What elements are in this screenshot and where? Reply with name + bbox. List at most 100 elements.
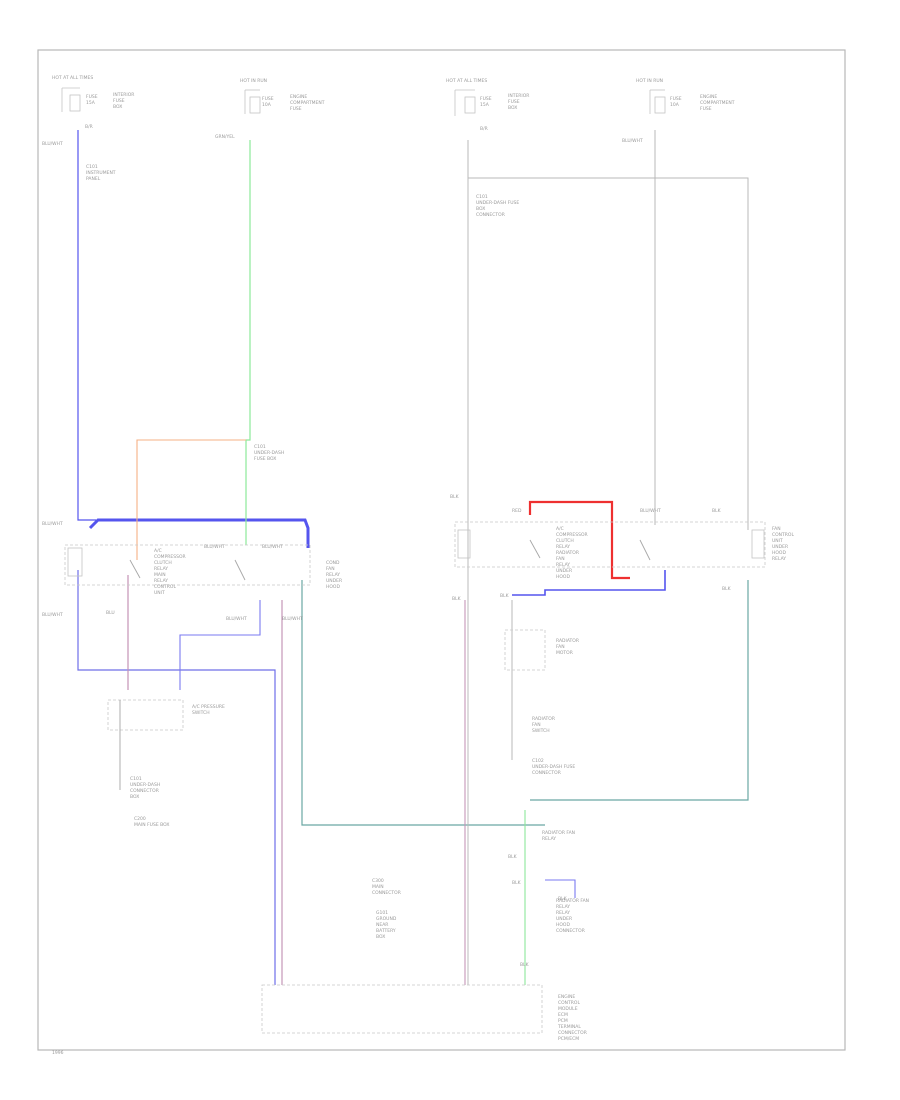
- source-3-desc-1: FUSE: [508, 99, 520, 105]
- component-label-c17-line-1: GROUND: [376, 916, 397, 922]
- component-label-c16-line-3: UNDER: [556, 916, 572, 922]
- wire-blue-top: [88, 518, 310, 548]
- wire-label-6: BLU/WHT: [262, 544, 283, 550]
- component-label-c6-line-4: RADIATOR: [556, 550, 579, 556]
- wire-blue-bottom: [77, 570, 276, 985]
- wire-label-12: BLK: [450, 494, 460, 500]
- component-label-c2-line-2: FUSE BOX: [254, 456, 276, 462]
- component-label-c18-line-0: ENGINE: [558, 994, 575, 1000]
- component-label-c12-line-0: RADIATOR: [532, 716, 555, 722]
- component-label-c18-line-4: PCM: [558, 1018, 568, 1024]
- component-label-c11-line-0: C200: [134, 816, 146, 822]
- source-3-fuse: FUSE: [480, 96, 492, 102]
- component-label-c11-line-1: MAIN FUSE BOX: [134, 822, 169, 828]
- fuse-source-4: HOT IN RUN FUSE 10A ENGINE COMPARTMENT F…: [636, 78, 735, 114]
- component-label-c18-line-7: PCM/ECM: [558, 1036, 579, 1042]
- component-label-c6-line-3: RELAY: [556, 544, 570, 550]
- component-label-c16-line-0: RADIATOR FAN: [556, 898, 589, 904]
- component-label-c5-line-0: COND: [326, 560, 340, 566]
- component-label-c9-line-1: SWITCH: [192, 710, 210, 716]
- component-label-c3-line-2: BOX: [476, 206, 485, 212]
- component-label-c9-line-0: A/C PRESSURE: [192, 704, 225, 710]
- source-3-title: HOT AT ALL TIMES: [446, 78, 487, 84]
- wire-label-19: BLK: [558, 896, 568, 902]
- component-label-c6-line-6: RELAY: [556, 562, 570, 568]
- component-label-c18-line-3: ECM: [558, 1012, 568, 1018]
- component-label-c7-line-5: RELAY: [772, 556, 786, 562]
- source-4-rating: 10A: [670, 102, 680, 108]
- component-label-c12-line-1: FAN: [532, 722, 541, 728]
- source-1-rating: 15A: [86, 100, 96, 106]
- source-1-fuse: FUSE: [86, 94, 98, 100]
- fuse-source-1: HOT AT ALL TIMES FUSE 15A INTERIOR FUSE …: [52, 75, 134, 130]
- component-label-c4-line-7: UNIT: [154, 590, 165, 596]
- component-label-c6-line-5: FAN: [556, 556, 565, 562]
- component-label-c15-line-1: MAIN: [372, 884, 384, 890]
- component-label-c15-line-2: CONNECTOR: [372, 890, 401, 896]
- wire-black-main: [467, 140, 749, 530]
- wire-green-top: [245, 140, 251, 545]
- component-label-c1-line-2: PANEL: [86, 176, 101, 182]
- wire-label-1: BLU/WHT: [42, 141, 63, 147]
- component-label-c14-line-0: RADIATOR FAN: [542, 830, 575, 836]
- component-label-c6-line-7: UNDER: [556, 568, 572, 574]
- source-1-pin: B/R: [85, 124, 93, 130]
- component-label-c14-line-1: RELAY: [542, 836, 556, 842]
- relay-block-right: [454, 521, 766, 568]
- relay-block-left: [64, 544, 311, 586]
- component-label-c4-line-2: CLUTCH: [154, 560, 172, 566]
- wire-label-5: BLU/WHT: [204, 544, 225, 550]
- component-label-c5-line-4: HOOD: [326, 584, 340, 590]
- component-label-c17-line-0: G101: [376, 910, 388, 916]
- component-label-c7-line-3: UNDER: [772, 544, 788, 550]
- wire-label-17: BLK: [508, 854, 518, 860]
- switch-block-right: [504, 629, 546, 671]
- wire-label-15: BLK: [722, 586, 732, 592]
- component-label-c1-line-0: C101: [86, 164, 98, 170]
- wire-label-7: BLU/WHT: [226, 616, 247, 622]
- source-2-rating: 10A: [262, 102, 272, 108]
- component-label-c7-line-4: HOOD: [772, 550, 786, 556]
- component-label-c4-line-0: A/C: [154, 548, 162, 554]
- component-label-c10-line-3: BOX: [130, 794, 139, 800]
- source-4-desc-2: FUSE: [700, 106, 712, 112]
- component-label-c16-line-4: HOOD: [556, 922, 570, 928]
- control-module: [261, 984, 543, 1034]
- source-4-desc-0: ENGINE: [700, 94, 717, 100]
- component-label-c4-line-6: CONTROL: [154, 584, 176, 590]
- component-label-c7-line-0: FAN: [772, 526, 781, 532]
- figure-number: 1996: [52, 1050, 64, 1056]
- component-label-c17-line-4: BOX: [376, 934, 385, 940]
- component-label-c4-line-3: RELAY: [154, 566, 168, 572]
- wire-red: [528, 500, 630, 580]
- source-1-title: HOT AT ALL TIMES: [52, 75, 93, 81]
- wire-label-18: BLK: [512, 880, 522, 886]
- wire-label-2: GRN/YEL: [215, 134, 235, 140]
- component-label-c3-line-0: C101: [476, 194, 488, 200]
- source-4-desc-1: COMPARTMENT: [700, 100, 735, 106]
- wire-orange: [136, 439, 246, 560]
- source-2-fuse: FUSE: [262, 96, 274, 102]
- source-3-rating: 15A: [480, 102, 490, 108]
- wire-label-20: BLK: [520, 962, 530, 968]
- source-4-fuse: FUSE: [670, 96, 682, 102]
- component-label-c10-line-2: CONNECTOR: [130, 788, 159, 794]
- source-2-desc-0: ENGINE: [290, 94, 307, 100]
- wire-teal-right: [530, 580, 749, 801]
- component-label-c16-line-1: RELAY: [556, 904, 570, 910]
- wire-label-21: BLU: [106, 610, 115, 616]
- component-label-c3-line-3: CONNECTOR: [476, 212, 505, 218]
- source-1-desc-1: FUSE: [113, 98, 125, 104]
- component-label-c12-line-2: SWITCH: [532, 728, 550, 734]
- component-label-c4-line-4: MAIN: [154, 572, 166, 578]
- component-label-c16-line-5: CONNECTOR: [556, 928, 585, 934]
- wire-label-9: BLU/WHT: [622, 138, 643, 144]
- component-label-c7-line-1: CONTROL: [772, 532, 794, 538]
- source-2-desc-2: FUSE: [290, 106, 302, 112]
- source-1-desc-2: BOX: [113, 104, 122, 110]
- component-label-c18-line-5: TERMINAL: [557, 1024, 581, 1030]
- source-3-pin: B/R: [480, 126, 488, 132]
- wire-blue-left: [77, 130, 96, 521]
- component-label-c5-line-1: FAN: [326, 566, 335, 572]
